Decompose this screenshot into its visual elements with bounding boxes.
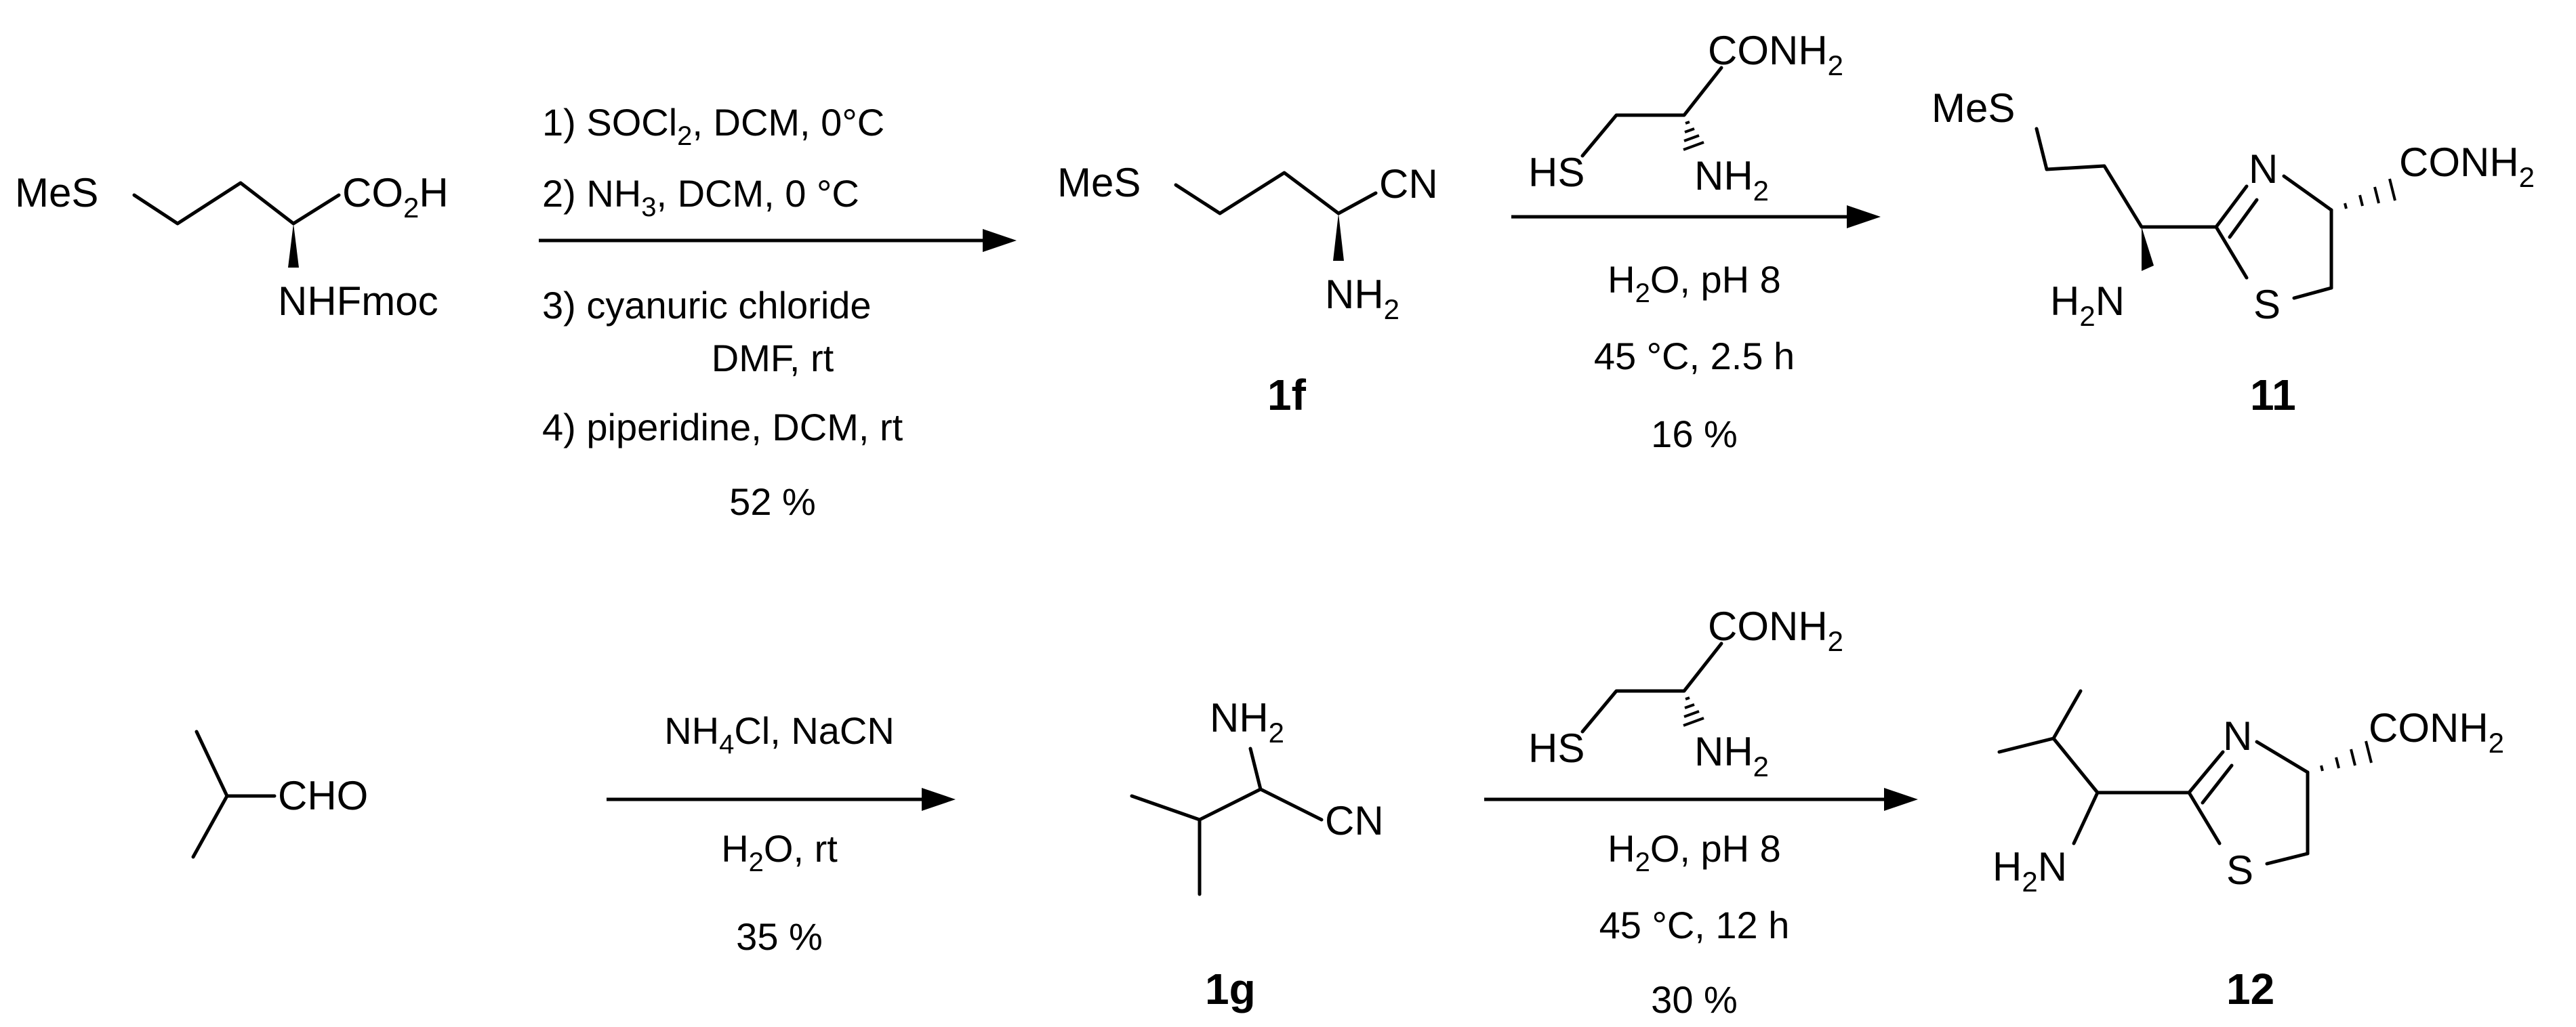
compound-label-12: 12 bbox=[2226, 965, 2274, 1013]
mes-label-11: MeS bbox=[1931, 85, 2015, 131]
nh2-label-reagent-1: NH2 bbox=[1694, 153, 1769, 207]
11-wedge-bond bbox=[2142, 227, 2154, 271]
11-chain-bonds bbox=[2035, 127, 2218, 229]
1f-chain-bonds bbox=[1174, 171, 1378, 215]
starting-material-fmoc-methionine: MeS CO2H NHFmoc bbox=[15, 170, 449, 324]
11-c-n-double-bond-inner bbox=[2228, 198, 2259, 239]
nh2-label-1g: NH2 bbox=[1210, 695, 1284, 749]
conh2-label-12: CONH2 bbox=[2369, 705, 2504, 759]
reagent-2-hash-bond bbox=[1683, 696, 1704, 727]
condition-solvent-4: H2O, pH 8 bbox=[1608, 827, 1781, 877]
condition-step-3-line-2: DMF, rt bbox=[712, 337, 834, 379]
12-n-c-bond bbox=[2255, 740, 2310, 774]
condition-solvent-3: H2O, rt bbox=[721, 827, 838, 877]
12-ch-bond bbox=[2051, 736, 2100, 795]
11-n-c-bond bbox=[2282, 174, 2333, 212]
12-hash-bond bbox=[2320, 740, 2373, 772]
yield-4: 30 % bbox=[1651, 978, 1738, 1021]
reagent-1-bonds bbox=[1580, 66, 1723, 158]
starting-material-isobutyraldehyde: CHO bbox=[191, 730, 368, 859]
product-1f: MeS CN NH2 1f bbox=[1057, 160, 1438, 419]
1f-wedge-bond bbox=[1333, 213, 1344, 261]
svg-text:MeS: MeS bbox=[15, 170, 98, 215]
reaction-arrow-3 bbox=[607, 788, 956, 811]
cho-label: CHO bbox=[278, 773, 368, 818]
reaction-arrow-1 bbox=[539, 229, 1017, 252]
cn-label-1g: CN bbox=[1325, 798, 1384, 843]
h2n-label-12: H2N bbox=[1992, 844, 2067, 898]
n-label-12: N bbox=[2223, 713, 2252, 759]
11-s-c-bond bbox=[2214, 225, 2249, 280]
reaction-arrow-2 bbox=[1511, 205, 1881, 228]
12-c-n-double-bond-inner bbox=[2201, 763, 2234, 805]
conh2-label-reagent-1: CONH2 bbox=[1708, 28, 1843, 81]
h2n-label-11: H2N bbox=[2050, 278, 2125, 332]
condition-step-2: 2) NH3, DCM, 0 °C bbox=[542, 172, 859, 222]
conh2-label-11: CONH2 bbox=[2399, 140, 2535, 193]
sm2-methyl-bond bbox=[191, 794, 229, 859]
condition-temp-2: 45 °C, 2.5 h bbox=[1594, 335, 1795, 377]
svg-text:NHFmoc: NHFmoc bbox=[278, 278, 438, 324]
12-s-c-bond bbox=[2187, 791, 2222, 845]
12-ch2-s-bond bbox=[2265, 852, 2310, 866]
reagent-1-hash-bond bbox=[1683, 121, 1704, 151]
1g-bonds bbox=[1248, 747, 1324, 822]
s-label-12: S bbox=[2226, 847, 2253, 893]
condition-solvent-2: H2O, pH 8 bbox=[1608, 258, 1781, 308]
conditions-2: H2O, pH 8 45 °C, 2.5 h 16 % bbox=[1594, 258, 1795, 455]
reagent-2-bonds bbox=[1580, 642, 1723, 734]
yield-1: 52 % bbox=[729, 480, 816, 523]
11-c-n-double-bond bbox=[2214, 184, 2249, 229]
hs-label-reagent-2: HS bbox=[1528, 726, 1585, 771]
condition-step-3-line-1: 3) cyanuric chloride bbox=[542, 284, 872, 327]
yield-3: 35 % bbox=[736, 915, 823, 958]
conditions-1: 1) SOCl2, DCM, 0°C 2) NH3, DCM, 0 °C 3) … bbox=[542, 101, 903, 523]
conditions-4: H2O, pH 8 45 °C, 12 h 30 % bbox=[1599, 827, 1790, 1021]
nhfmoc-label: NHFmoc bbox=[278, 278, 438, 324]
conh2-label-reagent-2: CONH2 bbox=[1708, 604, 1843, 657]
11-ch2-s-bond bbox=[2292, 286, 2333, 300]
12-c-n-bond bbox=[2072, 791, 2100, 845]
conditions-3: NH4Cl, NaCN H2O, rt 35 % bbox=[664, 709, 895, 958]
12-c-n-double-bond bbox=[2187, 750, 2225, 795]
product-11: MeS N S CONH2 H2N 11 bbox=[1931, 85, 2535, 419]
co2h-label: CO2H bbox=[342, 170, 449, 224]
reagent-cysteinamide-2: CONH2 HS NH2 bbox=[1528, 604, 1843, 782]
condition-temp-4: 45 °C, 12 h bbox=[1599, 904, 1790, 946]
compound-label-1g: 1g bbox=[1205, 965, 1256, 1013]
condition-reagents-3: NH4Cl, NaCN bbox=[664, 709, 895, 759]
1g-isopropyl-bonds bbox=[1130, 787, 1263, 822]
compound-label-11: 11 bbox=[2250, 371, 2296, 419]
mes-label-1f: MeS bbox=[1057, 160, 1141, 205]
reaction-arrow-4 bbox=[1484, 788, 1918, 811]
sm2-bonds bbox=[195, 730, 277, 798]
n-label-11: N bbox=[2249, 146, 2278, 192]
mes-label: MeS bbox=[15, 170, 98, 215]
sm1-chain-bonds bbox=[132, 181, 341, 226]
cn-label-1f: CN bbox=[1379, 161, 1438, 207]
nh2-label-1f: NH2 bbox=[1325, 272, 1399, 325]
product-12: H2N N S CONH2 12 bbox=[1992, 689, 2504, 1013]
product-1g: NH2 CN 1g bbox=[1130, 695, 1384, 1013]
s-label-11: S bbox=[2253, 282, 2281, 327]
condition-step-4: 4) piperidine, DCM, rt bbox=[542, 406, 903, 448]
reagent-cysteinamide-1: CONH2 HS NH2 bbox=[1528, 28, 1843, 207]
compound-label-1f: 1f bbox=[1267, 371, 1307, 419]
condition-step-1: 1) SOCl2, DCM, 0°C bbox=[542, 101, 884, 151]
nh2-label-reagent-2: NH2 bbox=[1694, 729, 1769, 782]
sm1-wedge-bond bbox=[288, 224, 299, 268]
12-isopropyl-bonds bbox=[1997, 689, 2083, 754]
yield-2: 16 % bbox=[1651, 413, 1738, 455]
11-hash-bond bbox=[2344, 178, 2396, 209]
hs-label-reagent-1: HS bbox=[1528, 150, 1585, 195]
